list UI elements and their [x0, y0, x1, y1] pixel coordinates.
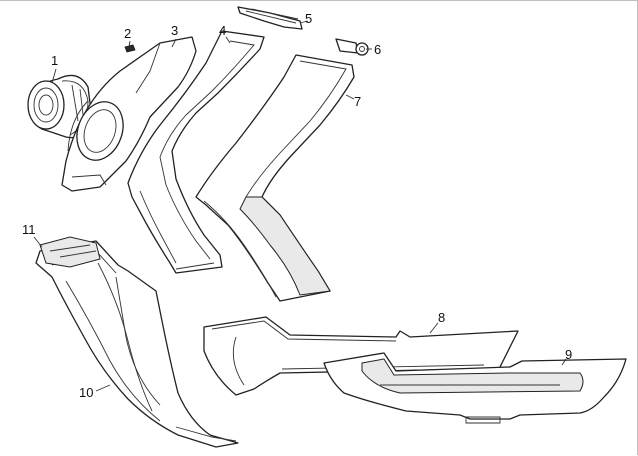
part-7-angled-cover — [195, 54, 355, 302]
callout-3: 3 — [171, 23, 178, 38]
part-11-housing-bracket — [39, 236, 101, 268]
callout-9: 9 — [565, 347, 572, 362]
part-9-lower-recessed-panel — [323, 352, 627, 424]
part-5-top-bracket — [237, 6, 303, 30]
part-6-connector — [335, 38, 369, 56]
callout-1: 1 — [51, 53, 58, 68]
callout-6: 6 — [374, 42, 381, 57]
leader-lines — [33, 20, 567, 392]
callout-11: 11 — [22, 222, 36, 237]
callout-10: 10 — [79, 385, 93, 400]
callout-2: 2 — [124, 26, 131, 41]
part-4-trim-frame — [127, 30, 265, 274]
callout-4: 4 — [219, 23, 226, 38]
callout-5: 5 — [305, 11, 312, 26]
part-2-small-clip — [124, 44, 136, 53]
callout-8: 8 — [438, 310, 445, 325]
part-3-upper-panel — [61, 36, 197, 192]
part-10-lower-housing — [35, 240, 239, 448]
callout-7: 7 — [354, 94, 361, 109]
callout-labels: 1 2 3 4 5 6 7 8 9 10 11 — [22, 11, 572, 400]
